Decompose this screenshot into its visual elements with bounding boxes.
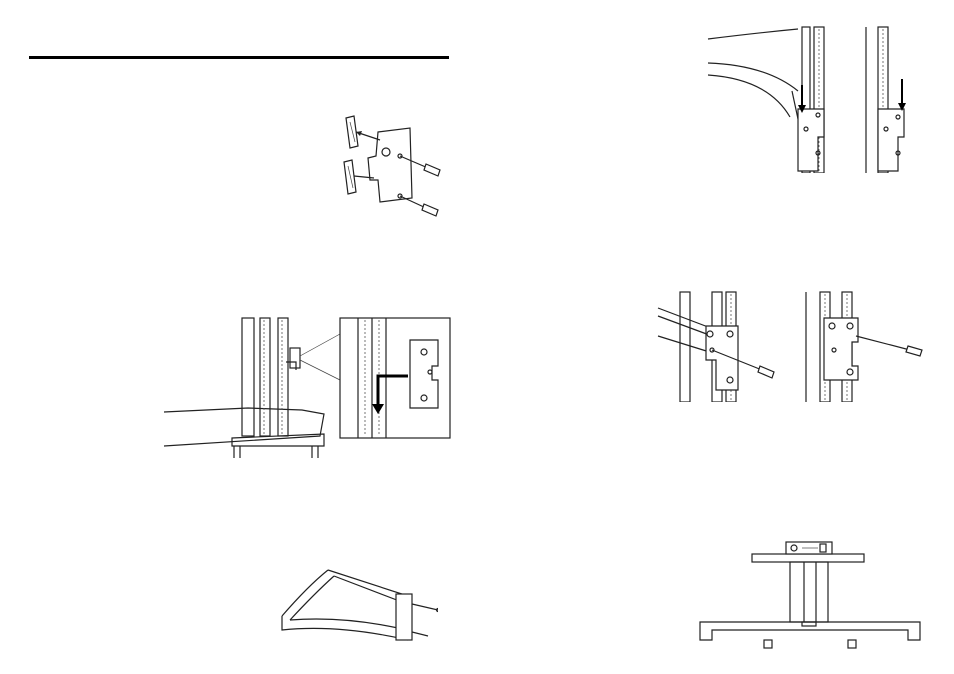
curved-shelf-frame-figure xyxy=(278,566,438,652)
level-check-figure xyxy=(694,540,926,652)
shelf-hook-into-column-figure xyxy=(706,25,912,173)
section-heading-rule xyxy=(29,56,449,59)
column-bracket-insert-figure xyxy=(162,316,452,462)
bracket-spacer-exploded-figure xyxy=(328,112,448,224)
bracket-screw-attach-figure xyxy=(656,290,928,402)
